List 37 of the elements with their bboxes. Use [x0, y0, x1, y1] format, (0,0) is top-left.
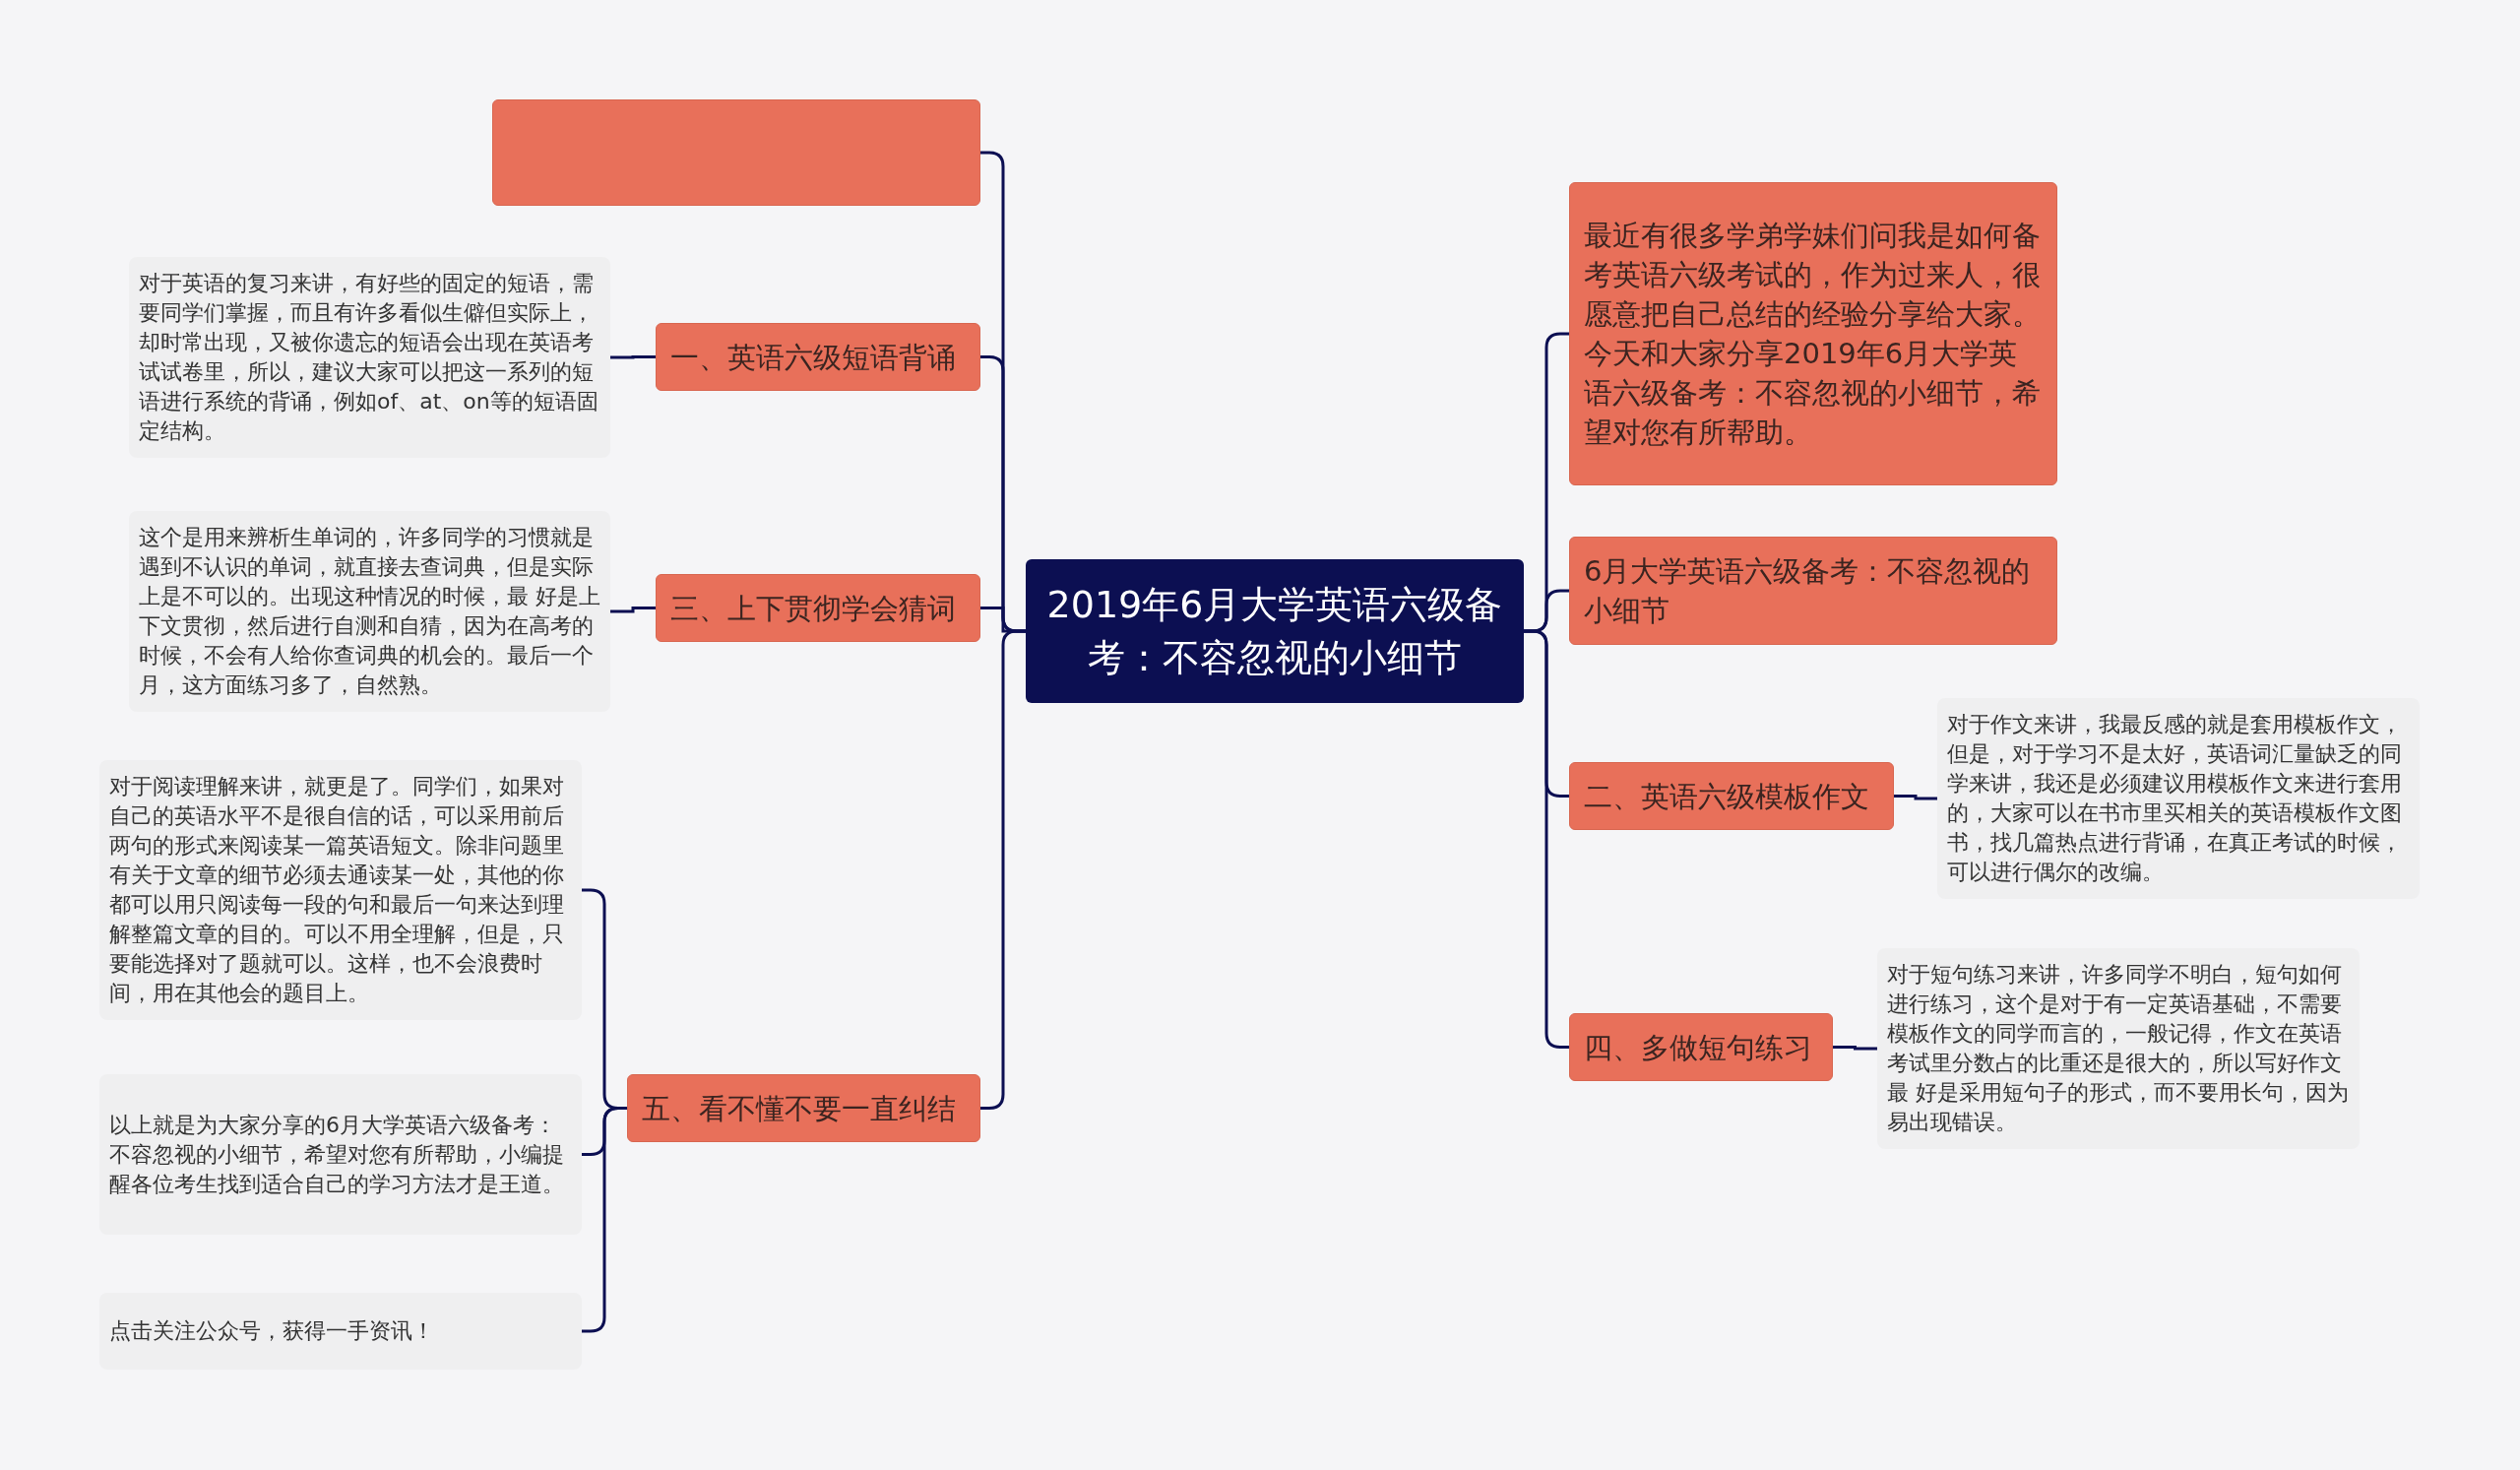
connector-line	[610, 355, 656, 359]
node-text: 以上就是为大家分享的6月大学英语六级备考：不容忽视的小细节，希望对您有所帮助，小编提醒各位考生找到适合自己的学习方法才是王道。	[109, 1111, 565, 1198]
node-text: 二、英语六级模板作文	[1584, 778, 1870, 815]
note-card	[1937, 698, 2420, 899]
node-text: 五、看不懂不要一直纠结	[642, 1090, 957, 1127]
empty-box	[492, 99, 980, 206]
connector-line	[1833, 1046, 1877, 1051]
node-text: 三、上下贯彻学会猜词	[670, 590, 957, 627]
topic-box	[656, 323, 980, 391]
note-card	[129, 511, 610, 712]
node-text: 这个是用来辨析生单词的，许多同学的习惯就是遇到不认识的单词，就直接去查词典，但是实际上是不可以的。出现这种情况的时候，最 好是上下文贯彻，然后进行自测和自猜，因为在高考的时候，不会有人给你查词典的机会的。最后一个月，这方面练习多了，自然熟。	[139, 524, 600, 699]
connector-line	[980, 629, 1026, 1110]
node-text: 对于短句练习来讲，许多同学不明白，短句如何进行练习，这个是对于有一定英语基础，不需要模板作文的同学而言的，一般记得，作文在英语考试里分数占的比重还是很大的，所以写好作文最 好是采用短句子的形式，而不要用长句，因为易出现错误。	[1887, 961, 2350, 1136]
note-card	[129, 257, 610, 458]
node-text: 2019年6月大学英语六级备考：不容忽视的小细节	[1045, 582, 1504, 681]
connector-line	[1524, 629, 1569, 1049]
topic-box	[1569, 537, 2057, 645]
note-card	[1877, 948, 2360, 1149]
topic-box	[1569, 762, 1894, 830]
connector-line	[1894, 795, 1937, 800]
node-text: 对于作文来讲，我最反感的就是套用模板作文，但是，对于学习不是太好，英语词汇量缺乏的同学来讲，我还是必须建议用模板作文来进行套用的，大家可以在书市里买相关的英语模板作文图书，找几篇热点进行背诵，在真正考试的时候，可以进行偶尔的改编。	[1947, 711, 2403, 886]
node-text: 一、英语六级短语背诵	[670, 339, 957, 376]
node-text: 对于阅读理解来讲，就更是了。同学们，如果对自己的英语水平不是很自信的话，可以采用前后两句的形式来阅读某一篇英语短文。除非问题里有关于文章的细节必须去通读某一处，其他的你都可以用只阅读每一段的句和最后一句来达到理解整篇文章的目的。可以不用全理解，但是，只要能选择对了题就可以。这样，也不会浪费时间，用在其他会的题目上。	[109, 773, 565, 1007]
topic-box	[1569, 1013, 1833, 1081]
node-text: 点击关注公众号，获得一手资讯！	[109, 1317, 435, 1345]
node-text: 对于英语的复习来讲，有好些的固定的短语，需要同学们掌握，而且有许多看似生僻但实际上，却时常出现，又被你遗忘的短语会出现在英语考试试卷里，所以，建议大家可以把这一系列的短语进行系统的背诵，例如of、at、on等的短语固定结构。	[139, 270, 599, 445]
note-card	[99, 1293, 582, 1370]
topic-box	[1569, 182, 2057, 485]
connector-line	[610, 607, 656, 613]
node-text: 6月大学英语六级备考：不容忽视的小细节	[1584, 553, 2032, 629]
node-text: 四、多做短句练习	[1584, 1029, 1813, 1066]
node-text: 最近有很多学弟学妹们问我是如何备考英语六级考试的，作为过来人，很愿意把自己总结的经验分享给大家。今天和大家分享2019年6月大学英语六级备考：不容忽视的小细节，希望对您有所帮助。	[1584, 218, 2042, 451]
topic-box	[656, 574, 980, 642]
topic-box	[627, 1074, 980, 1142]
note-card	[99, 1074, 582, 1235]
central-topic-box	[1026, 559, 1524, 703]
connector-line	[582, 1107, 627, 1333]
